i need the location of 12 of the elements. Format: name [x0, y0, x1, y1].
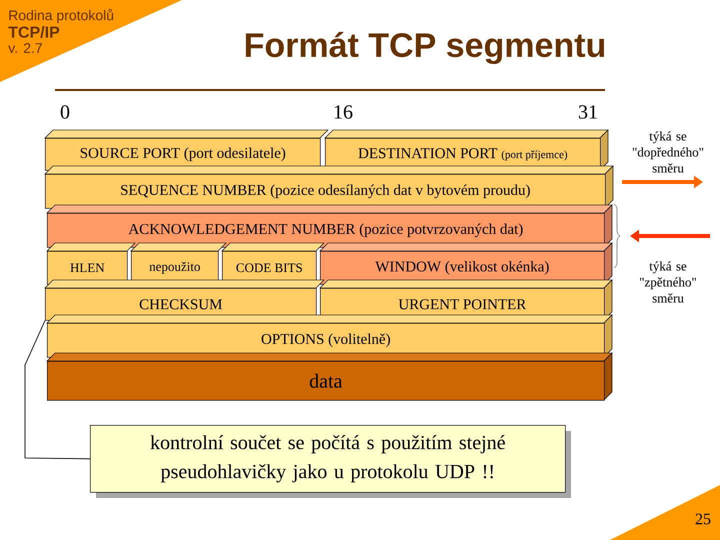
corner-heading: Rodina protokolů [9, 8, 114, 24]
version-label: v. 2.7 [8, 43, 42, 53]
bit-number: 31 [578, 105, 597, 119]
direction-note: týká se "dopředného" směru [632, 131, 704, 173]
callout-box: kontrolní součet se počítá s použitím stejné pseudohlavičky jako u protokolu UDP !! [90, 425, 571, 498]
direction-note: týká se "zpětného" směru [640, 261, 696, 303]
bit-number: 16 [334, 105, 352, 119]
page-number: 25 [696, 514, 710, 524]
title: Formát TCP segmentu [246, 32, 604, 64]
leader-line [24, 320, 90, 460]
bit-number: 0 [60, 105, 70, 119]
corner-heading: TCP/IP [8, 26, 60, 38]
